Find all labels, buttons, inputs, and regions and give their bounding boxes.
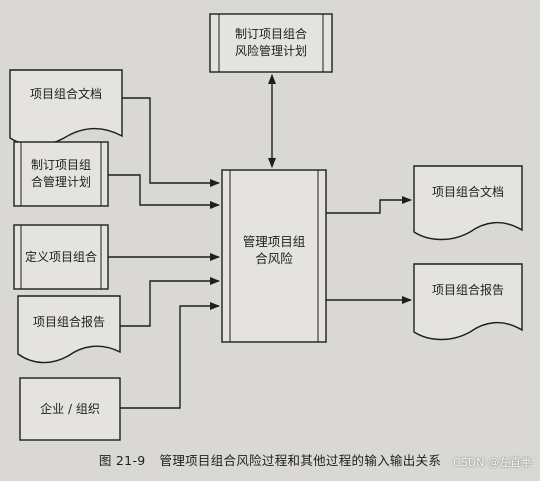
input-process-define-portfolio — [13, 224, 109, 290]
input-enterprise-box — [19, 377, 121, 441]
figure-number: 图 21-9 — [98, 453, 146, 468]
input-connectors — [108, 97, 220, 409]
output-doc-portfolio-docs — [413, 165, 523, 241]
main-process-box — [221, 169, 327, 343]
watermark: CSDN @左直拳 — [453, 456, 532, 469]
figure-caption-text: 管理项目组合风险过程和其他过程的输入输出关系 — [159, 453, 442, 468]
output-doc-portfolio-reports — [413, 263, 523, 341]
output-connectors — [326, 196, 412, 304]
input-doc-portfolio-reports — [17, 295, 121, 364]
input-process-mgmt-plan — [13, 141, 109, 207]
figure-caption: 图 21-9 管理项目组合风险过程和其他过程的输入输出关系 — [0, 450, 540, 469]
input-doc-portfolio-docs — [9, 69, 123, 147]
top-process-box — [209, 13, 333, 73]
